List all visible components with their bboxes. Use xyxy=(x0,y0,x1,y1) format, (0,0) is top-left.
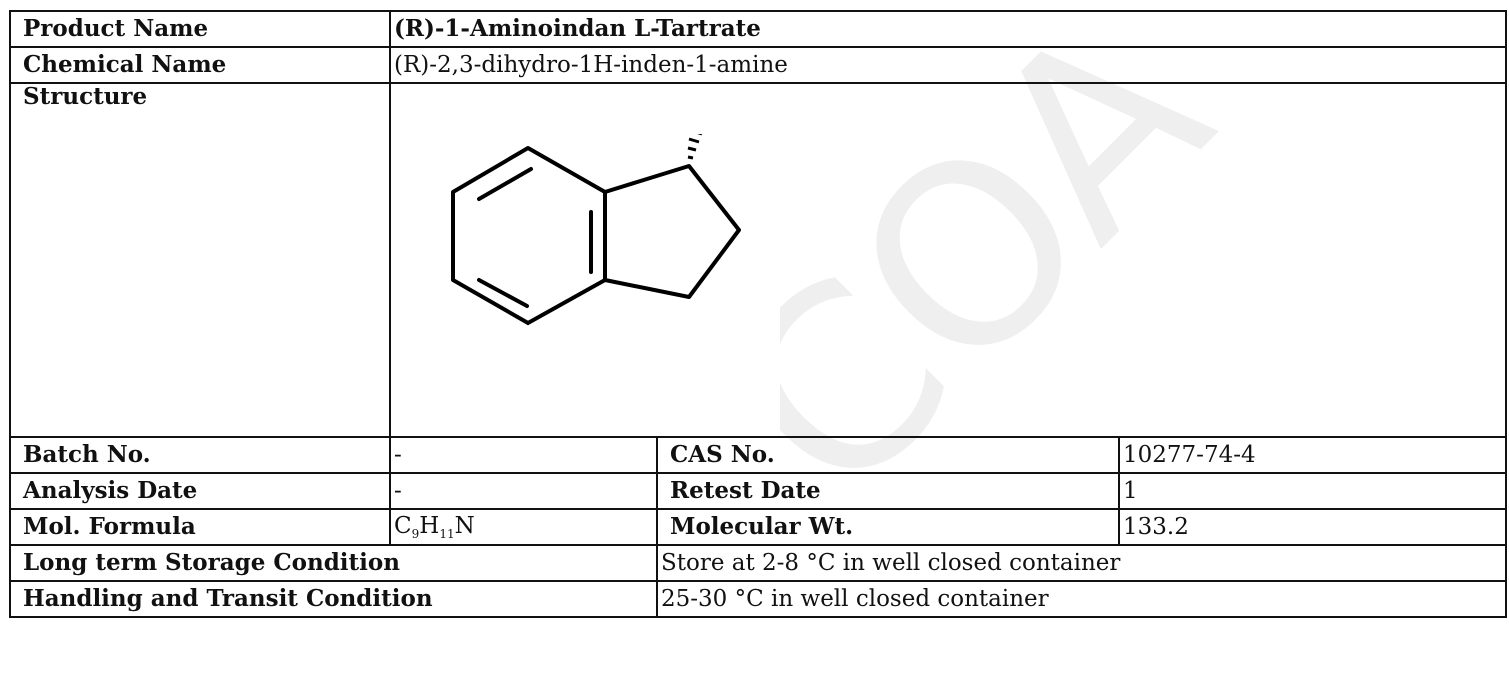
coa-table: Product Name (R)-1-Aminoindan L-Tartrate… xyxy=(9,10,1508,618)
row-chemical-name: Chemical Name (R)-2,3-dihydro-1H-inden-1… xyxy=(9,46,1508,84)
batch-no-label: Batch No. xyxy=(9,436,391,474)
structure-label: Structure xyxy=(9,82,391,438)
mol-formula-value: C9H11N xyxy=(389,508,658,546)
row-product-name: Product Name (R)-1-Aminoindan L-Tartrate xyxy=(9,10,1508,48)
row-structure: Structure xyxy=(9,82,1508,438)
aminoindan-structure-image: NH2 xyxy=(451,134,741,325)
analysis-date-value: - xyxy=(389,472,658,510)
retest-date-value: 1 xyxy=(1117,472,1508,510)
storage-label: Long term Storage Condition xyxy=(9,544,658,582)
mol-formula-label: Mol. Formula xyxy=(9,508,391,546)
handling-value: 25-30 °C in well closed container xyxy=(655,580,1508,618)
chemical-name-label: Chemical Name xyxy=(9,46,391,84)
handling-label: Handling and Transit Condition xyxy=(9,580,658,618)
row-storage: Long term Storage Condition Store at 2-8… xyxy=(9,544,1508,582)
structure-cell: NH2 xyxy=(388,82,1508,438)
molecular-wt-value: 133.2 xyxy=(1117,508,1508,546)
cas-no-value: 10277-74-4 xyxy=(1117,436,1508,474)
molecular-wt-label: Molecular Wt. xyxy=(656,508,1120,546)
product-name-label: Product Name xyxy=(9,10,391,48)
row-handling: Handling and Transit Condition 25-30 °C … xyxy=(9,580,1508,618)
product-name-value: (R)-1-Aminoindan L-Tartrate xyxy=(388,10,1508,48)
retest-date-label: Retest Date xyxy=(656,472,1120,510)
row-batch-cas: Batch No. - CAS No. 10277-74-4 xyxy=(9,436,1508,474)
cas-no-label: CAS No. xyxy=(656,436,1120,474)
analysis-date-label: Analysis Date xyxy=(9,472,391,510)
batch-no-value: - xyxy=(389,436,658,474)
storage-value: Store at 2-8 °C in well closed container xyxy=(655,544,1508,582)
chemical-name-value: (R)-2,3-dihydro-1H-inden-1-amine xyxy=(388,46,1508,84)
row-formula-weight: Mol. Formula C9H11N Molecular Wt. 133.2 xyxy=(9,508,1508,546)
row-dates: Analysis Date - Retest Date 1 xyxy=(9,472,1508,510)
